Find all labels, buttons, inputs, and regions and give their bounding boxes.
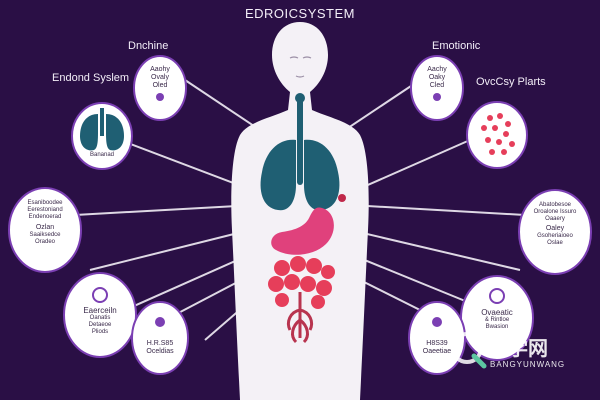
intestine (268, 256, 335, 309)
left-lung (260, 139, 296, 211)
bubble-mid-right-l3: Oaaery (545, 215, 565, 222)
trachea (297, 95, 303, 185)
bubble-bottom-center-right-line2: Oaeetiae (422, 348, 452, 356)
label-dnchine: Dnchine (128, 40, 169, 52)
stomach (271, 207, 334, 255)
bubble-bottom-left-l4: Pliods (91, 328, 109, 335)
bubble-lungs-right (106, 114, 124, 151)
bubble-top-left-line1: Aaohy (150, 66, 170, 73)
watermark-url: BANGYUNWANG (490, 360, 566, 369)
watermark-brand: 帮学网 (488, 338, 548, 360)
bubble-mid-right (518, 189, 592, 275)
bubble-bottom-center-left-text: H.R.S85 Oceldias (132, 340, 188, 356)
bubble-top-right-line1: Aachy (427, 66, 447, 73)
bubble-mid-right-l4: Oaley (545, 224, 565, 232)
bubble-bottom-left-icon (92, 287, 108, 303)
bubble-bottom-right-icon (489, 288, 505, 304)
bubble-bottom-center-left-dot (155, 317, 165, 327)
label-endocrine-system: Endond Syslem (52, 72, 130, 84)
bubble-mid-left-l2: Eerestoniand (27, 206, 63, 213)
bubble-mid-left-l1: Esaniboodee (27, 200, 63, 206)
bubble-top-right (410, 55, 464, 121)
label-ovcelly-pharts: OvcCsy Plarts (476, 76, 546, 88)
thyroid (295, 93, 305, 103)
bubble-bottom-right-l3: Bwasion (485, 324, 509, 331)
bubble-bottom-left-l3: Detaeoe (88, 322, 112, 329)
bubble-mid-left-l5: Saaiksedce (29, 231, 61, 238)
bubble-bottom-left (63, 272, 137, 358)
bubble-bottom-center-left (131, 301, 189, 375)
bubble-top-left (133, 55, 187, 121)
bubble-bottom-center-left-line2: Oceldias (146, 348, 174, 356)
bubble-bottom-center-left-line1: H.R.S85 (146, 340, 174, 347)
body-silhouette (231, 22, 369, 400)
bubble-bottom-left-l2: Oanatis (89, 315, 111, 322)
bubble-top-left-dot (156, 93, 164, 101)
bubble-mid-left-text: Esaniboodee Eerestoniand Endenoerad Ozla… (11, 200, 79, 246)
bubble-top-right-dot (433, 93, 441, 101)
bubble-mid-left-l3: Endenoerad (28, 213, 62, 220)
bubble-bottom-left-l1: Eaerceiln (83, 306, 117, 315)
page-title: EDROICSYSTEM (244, 6, 355, 21)
bubble-bottom-center-right (408, 301, 466, 375)
bubble-ovary-dots (481, 113, 515, 155)
bubble-mid-right-text: Abatobesoe Oroalone Issuro Oaaery Oaley … (521, 202, 589, 247)
bubble-bottom-center-right-text: H8S39 Oaeetiae (409, 340, 465, 356)
bubble-bottom-right-l1: Ovaeatic (481, 308, 513, 317)
bubble-mid-left (8, 187, 82, 273)
bubble-lungs-caption: Bananad (89, 152, 115, 158)
bubble-bottom-center-right-line1: H8S39 (426, 340, 448, 347)
bubble-mid-right-l5: Gsoheriaioeo (537, 232, 573, 239)
watermark-logo-icon (451, 332, 487, 369)
bubble-bottom-left-text: Eaerceiln Oanatis Detaeoe Pliods (66, 306, 134, 336)
bubble-bottom-right-l2: & Rintloe (484, 317, 510, 324)
reproductive-organ (286, 292, 314, 344)
bubble-lungs-left (80, 114, 98, 151)
bubble-top-right-line2: Oaky (428, 74, 446, 82)
right-lung (304, 139, 340, 211)
bubble-bottom-right-text: Ovaeatic & Rintloe Bwasion (463, 308, 531, 331)
face (289, 56, 312, 78)
bubble-top-right-line3: Cled (429, 82, 445, 90)
heart-dot (338, 194, 346, 202)
bubble-lungs-trachea (100, 108, 104, 136)
bubble-mid-left-l6: Oradeo (34, 238, 55, 245)
bubble-top-left-line2: Ovaly (151, 74, 169, 82)
bubble-top-right-text: Aachy Oaky Cled (411, 66, 463, 90)
bubble-mid-right-l6: Oslae (547, 239, 563, 246)
bubble-ovary (466, 101, 528, 169)
bubble-mid-left-l4: Ozlan (35, 223, 55, 231)
bubble-mid-right-l2: Oroalone Issuro (533, 208, 577, 215)
bubble-top-left-line3: Oled (152, 82, 168, 90)
bubble-top-left-text: Aaohy Ovaly Oled (134, 66, 186, 90)
bubble-mid-right-l1: Abatobesoe (538, 202, 572, 208)
bubble-bottom-center-right-dot (432, 317, 442, 327)
label-emotionic: Emotionic (432, 40, 481, 52)
